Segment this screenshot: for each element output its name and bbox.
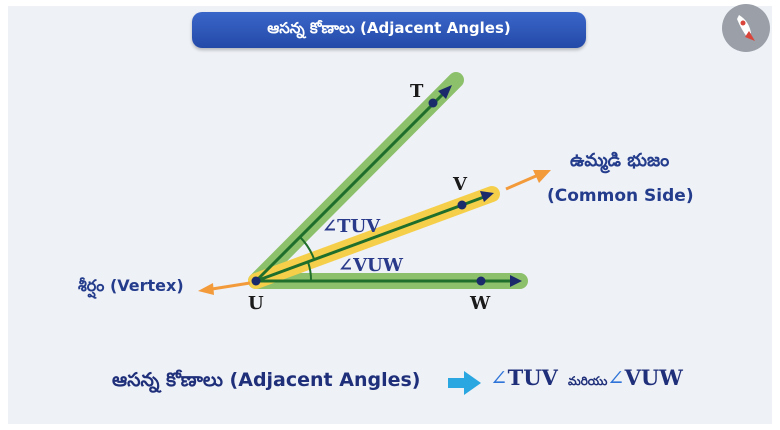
ray-uw-arrowhead (510, 275, 522, 287)
result-angle-tuv-text: TUV (507, 365, 558, 390)
conjunction-text: మరియు (568, 374, 608, 388)
title-banner: ఆసన్న కోణాలు (Adjacent Angles) (192, 12, 586, 48)
point-w (476, 276, 486, 286)
angle-arc-tuv (299, 236, 315, 260)
label-t: T (410, 81, 424, 102)
label-u: U (248, 293, 264, 314)
result-angle-vuw: ∠VUW (607, 365, 683, 390)
right-arrow-icon (448, 371, 481, 395)
point-u (251, 276, 261, 286)
ray-ut-arrowhead (438, 85, 452, 99)
angle-symbol-1: ∠ (490, 366, 508, 390)
angle-label-vuw: ∠VUW (338, 255, 404, 276)
common-side-pointer-head (533, 170, 551, 183)
common-side-pointer (505, 174, 537, 191)
result-angle-tuv: ∠TUV (490, 365, 558, 390)
angle-symbol-2: ∠ (607, 366, 625, 390)
common-side-telugu: ఉమ్మడి భుజం (570, 150, 670, 171)
bottom-adjacent-label: ఆసన్న కోణాలు (Adjacent Angles) (112, 369, 421, 391)
common-side-english: (Common Side) (547, 186, 694, 206)
ray-uv-arrowhead (480, 191, 494, 202)
result-angle-vuw-text: VUW (624, 365, 683, 390)
point-v (457, 200, 467, 210)
label-w: W (469, 293, 491, 314)
rocket-logo-icon (722, 4, 770, 52)
vertex-label: శీర్షం (Vertex) (78, 276, 184, 295)
ray-uv (255, 195, 485, 283)
angle-arc-vuw (307, 261, 313, 282)
angle-label-tuv: ∠TUV (322, 216, 381, 237)
lesson-slide (8, 6, 772, 424)
vertex-pointer-head (198, 283, 214, 295)
point-t (428, 98, 438, 108)
title-text: ఆసన్న కోణాలు (Adjacent Angles) (267, 19, 511, 37)
ray-ut (254, 90, 447, 283)
label-v: V (452, 174, 468, 195)
vertex-pointer (211, 281, 251, 291)
